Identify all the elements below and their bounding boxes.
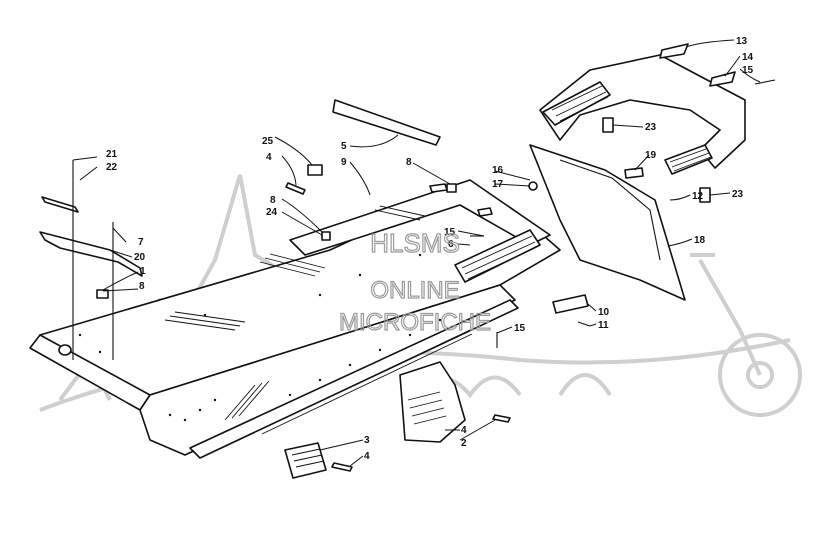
washer-16-17 (528, 181, 538, 191)
bushing-8-upper (321, 231, 331, 241)
callout-15-upper: 15 (742, 65, 754, 76)
bolt-15-upper (754, 79, 776, 85)
callout-12: 12 (692, 191, 704, 202)
plate-hatch (291, 448, 325, 468)
callout-4-footrest: 4 (461, 425, 467, 436)
bumper-grip-left-hatch (551, 85, 609, 122)
callout-16: 16 (492, 165, 504, 176)
callout-3: 3 (364, 435, 370, 446)
screw-11 (577, 321, 591, 327)
footrest-parts (284, 361, 511, 479)
tunnel-side-panel (139, 284, 516, 456)
callout-8-mid: 8 (270, 195, 276, 206)
callout-8-upper: 8 (406, 157, 412, 168)
footrest-hatch (407, 391, 447, 425)
callout-15-mid: 15 (444, 227, 456, 238)
callout-14: 14 (742, 52, 754, 63)
callout-25: 25 (262, 136, 274, 147)
left-bracket-parts (39, 160, 143, 360)
callout-20: 20 (134, 252, 146, 263)
watermark-text: HLSMS ONLINE MICROFICHE (338, 227, 491, 336)
watermark-line-2: ONLINE (370, 277, 459, 304)
callout-17: 17 (492, 179, 504, 190)
leader-lines (72, 39, 761, 467)
bumper-flap-fold (559, 159, 661, 261)
callout-4-left: 4 (266, 152, 272, 163)
watermark-fork (690, 253, 762, 376)
watermark-line-3: MICROFICHE (339, 309, 491, 336)
flap-part-5 (332, 99, 441, 146)
bumper-side-grip-right (664, 144, 713, 175)
decal-13 (659, 43, 689, 59)
end-cap-23-right (699, 187, 711, 203)
callout-8-left: 8 (139, 281, 145, 292)
deck-clip (429, 183, 448, 193)
bolt-4-lower (331, 462, 353, 472)
tunnel-rivets (78, 253, 442, 422)
bolt-part-4-upper (285, 182, 306, 195)
watermark-line-1: HLSMS (370, 228, 460, 258)
callout-15-lower: 15 (514, 323, 526, 334)
callout-18: 18 (694, 235, 706, 246)
rear-grab-handle-hatch (461, 235, 538, 280)
callout-21: 21 (106, 149, 118, 160)
callout-11: 11 (598, 320, 609, 331)
callout-7: 7 (138, 237, 144, 248)
tunnel-assembly (29, 179, 561, 459)
block-part-10 (552, 294, 589, 314)
bushing-8-left (96, 289, 109, 299)
callout-6: 6 (448, 239, 454, 250)
callout-19: 19 (645, 150, 657, 161)
plate-part-3 (284, 442, 327, 479)
bumper-grip-right-hatch (669, 148, 712, 172)
callout-4-lower: 4 (364, 451, 370, 462)
plate-part-25 (307, 164, 323, 176)
deck-clip-2 (477, 207, 493, 217)
callout-5: 5 (341, 141, 347, 152)
bushing-8-mid (446, 183, 457, 193)
bracket-part-20 (39, 231, 143, 277)
callout-labels: 1 2 3 4 4 4 5 6 7 8 8 8 9 10 11 12 13 14… (106, 36, 754, 462)
bracket-part-22 (41, 196, 79, 213)
rear-bumper-assembly (528, 43, 776, 301)
watermark-wheel (718, 333, 802, 417)
callout-23-right: 23 (732, 189, 744, 200)
callout-1: 1 (140, 266, 146, 277)
callout-9: 9 (341, 157, 347, 168)
running-board (189, 299, 519, 459)
callout-10: 10 (598, 307, 610, 318)
watermark-wheel-hub (746, 361, 774, 389)
bumper-flap-18 (529, 144, 686, 301)
front-rod-end (58, 344, 72, 356)
bolt-4-footrest (492, 414, 511, 423)
mid-deck-parts (285, 99, 493, 241)
end-cap-23-left (602, 117, 614, 133)
decal-14 (709, 71, 736, 87)
callout-2: 2 (461, 438, 467, 449)
callout-13: 13 (736, 36, 748, 47)
tunnel-hatching (164, 205, 473, 435)
callout-24: 24 (266, 207, 278, 218)
callout-22: 22 (106, 162, 118, 173)
clip-19 (624, 167, 644, 179)
callout-23-upper: 23 (645, 122, 657, 133)
